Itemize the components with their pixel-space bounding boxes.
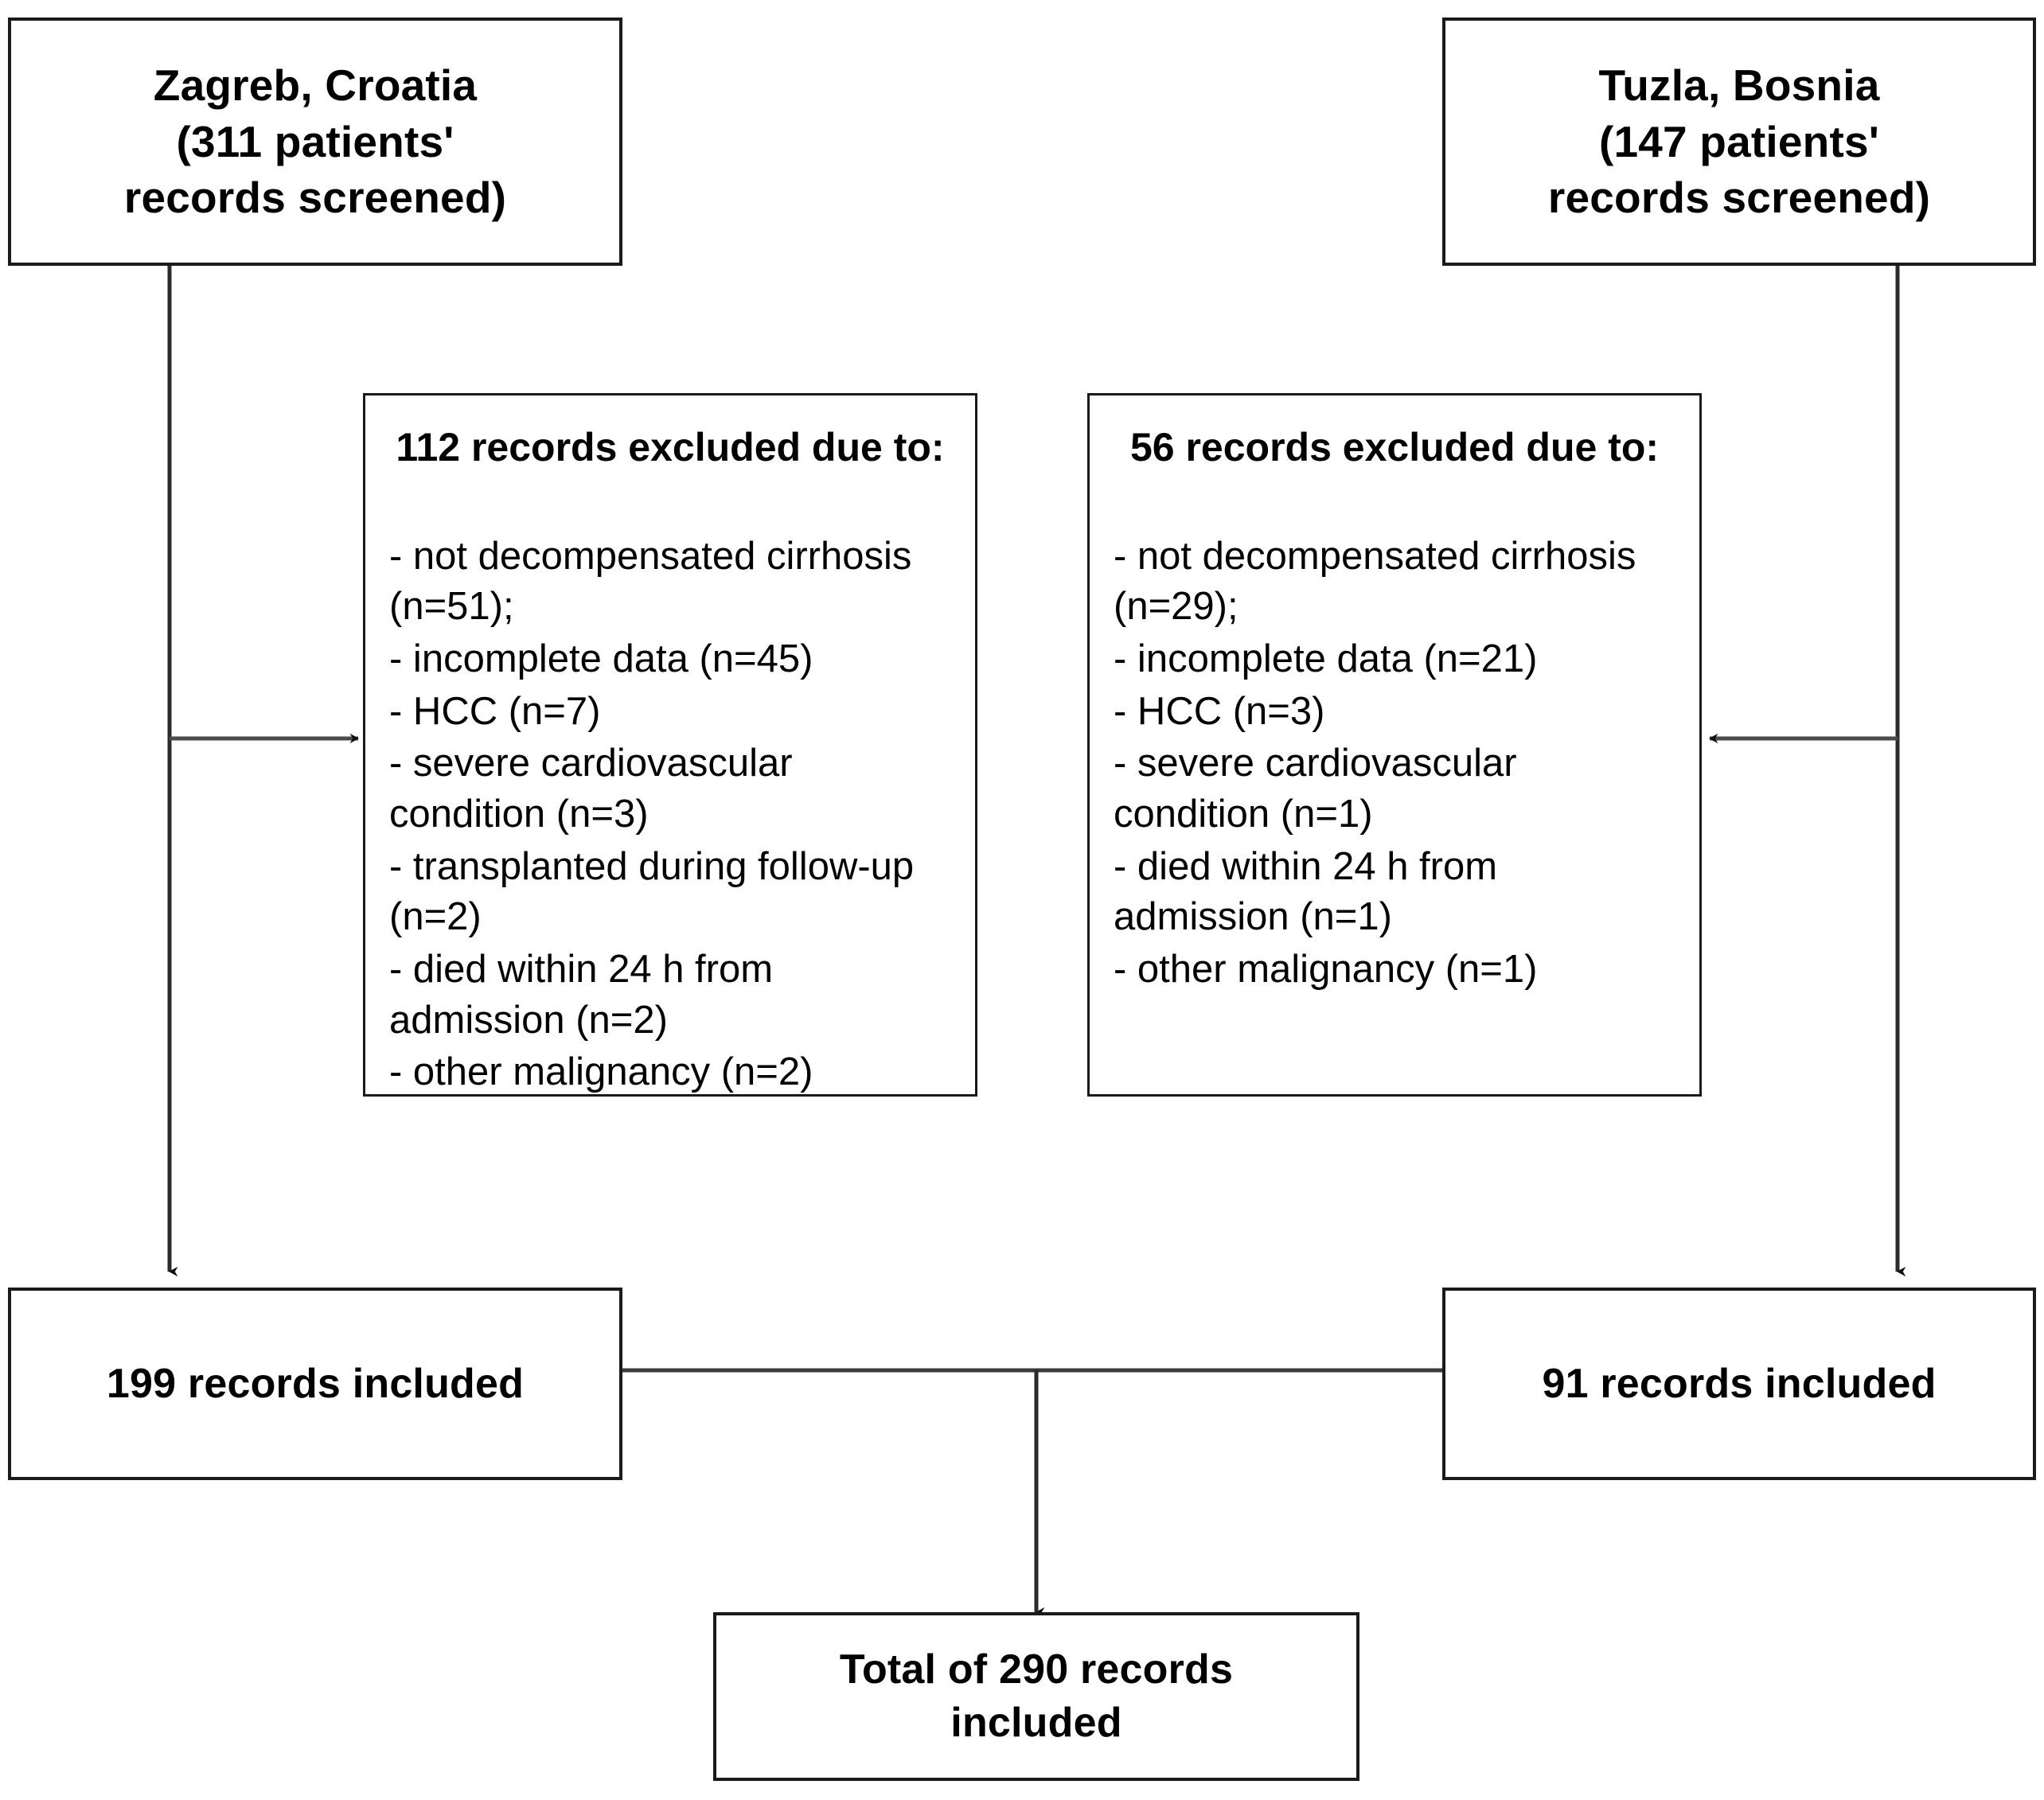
total-box-text: Total of 290 records included xyxy=(840,1643,1233,1749)
exclusion-reason: - severe cardiovascular condition (n=1) xyxy=(1114,742,1517,836)
exclusion-box-zagreb: 112 records excluded due to: - not decom… xyxy=(363,393,977,1097)
source-box-tuzla: Tuzla, Bosnia (147 patients' records scr… xyxy=(1442,18,2036,266)
source-zagreb-line3: records screened) xyxy=(123,173,507,223)
exclusion-tuzla-list: - not decompensated cirrhosis (n=29); - … xyxy=(1114,532,1675,995)
included-box-zagreb: 199 records included xyxy=(8,1288,622,1480)
source-tuzla-line2: (147 patients' xyxy=(1598,116,1880,166)
exclusion-reason: - other malignancy (n=1) xyxy=(1114,948,1538,991)
exclusion-box-tuzla: 56 records excluded due to: - not decomp… xyxy=(1087,393,1702,1097)
total-line1: Total of 290 records xyxy=(839,1646,1234,1693)
source-zagreb-line1: Zagreb, Croatia xyxy=(153,60,478,111)
exclusion-reason: - severe cardiovascular condition (n=3) xyxy=(389,742,793,836)
exclusion-reason: - not decompensated cirrhosis (n=29); xyxy=(1114,534,1636,629)
source-box-zagreb-text: Zagreb, Croatia (311 patients' records s… xyxy=(124,57,506,225)
source-box-zagreb: Zagreb, Croatia (311 patients' records s… xyxy=(8,18,622,266)
exclusion-tuzla-title: 56 records excluded due to: xyxy=(1129,425,1660,469)
exclusion-zagreb-title: 112 records excluded due to: xyxy=(396,425,945,469)
exclusion-reason: - transplanted during follow-up (n=2) xyxy=(389,844,915,939)
source-tuzla-line1: Tuzla, Bosnia xyxy=(1598,60,1880,111)
included-tuzla-label: 91 records included xyxy=(1542,1360,1937,1407)
exclusion-reason: - died within 24 h from admission (n=1) xyxy=(1114,844,1498,939)
total-line2: included xyxy=(950,1700,1122,1746)
exclusion-reason: - HCC (n=7) xyxy=(389,689,601,733)
exclusion-reason: - incomplete data (n=21) xyxy=(1114,637,1538,680)
exclusion-reason: - HCC (n=3) xyxy=(1114,689,1325,733)
included-box-tuzla: 91 records included xyxy=(1442,1288,2036,1480)
total-box: Total of 290 records included xyxy=(713,1612,1359,1781)
exclusion-box-zagreb-content: 112 records excluded due to: - not decom… xyxy=(365,395,975,1100)
exclusion-box-tuzla-content: 56 records excluded due to: - not decomp… xyxy=(1090,395,1699,997)
included-zagreb-label: 199 records included xyxy=(106,1360,525,1407)
exclusion-zagreb-list: - not decompensated cirrhosis (n=51); - … xyxy=(389,532,951,1099)
source-tuzla-line3: records screened) xyxy=(1547,173,1931,223)
source-box-tuzla-text: Tuzla, Bosnia (147 patients' records scr… xyxy=(1548,57,1930,225)
exclusion-reason: - not decompensated cirrhosis (n=51); xyxy=(389,534,912,629)
source-zagreb-line2: (311 patients' xyxy=(176,116,454,166)
exclusion-reason: - other malignancy (n=2) xyxy=(389,1050,813,1094)
exclusion-reason: - died within 24 h from admission (n=2) xyxy=(389,948,774,1042)
exclusion-reason: - incomplete data (n=45) xyxy=(389,637,813,680)
